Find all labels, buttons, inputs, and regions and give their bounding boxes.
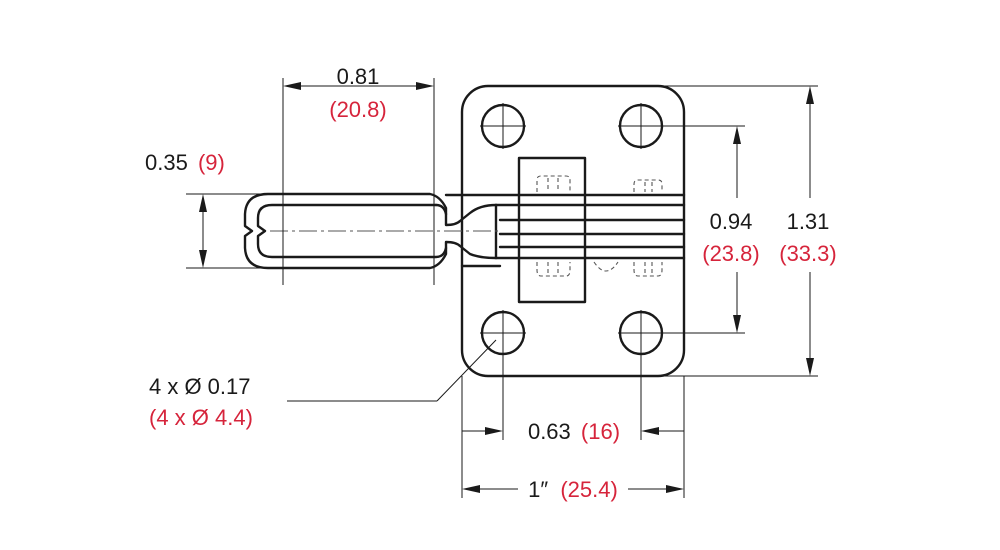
dimension-lines (186, 78, 818, 498)
handle-width-metric: (9) (198, 150, 225, 175)
hole-spacing-horizontal-metric: (16) (581, 419, 620, 444)
plunger-housing (517, 156, 587, 304)
hole-spacing-vertical-metric: (23.8) (702, 241, 759, 266)
hole-spacing-horizontal-label: 0.63 (16) (528, 419, 620, 444)
base-height-imperial: 1.31 (787, 209, 830, 234)
handle-length-imperial: 0.81 (337, 64, 380, 89)
dim-handle-width (186, 193, 262, 269)
base-width-imperial: 1″ (528, 477, 548, 502)
dim-hole-leader (287, 339, 497, 402)
handle-length-metric: (20.8) (329, 97, 386, 122)
hole-centerlines (480, 103, 664, 356)
dim-base-width (461, 376, 685, 498)
base-height-metric: (33.3) (779, 241, 836, 266)
dim-hole-spacing-horizontal (462, 356, 684, 440)
base-width-metric: (25.4) (560, 477, 617, 502)
plunger-rods (460, 193, 686, 268)
dim-base-height (660, 85, 818, 377)
base-width-label: 1″ (25.4) (528, 477, 618, 502)
wire-handle (243, 192, 500, 270)
hole-diameter-imperial: 4 x Ø 0.17 (149, 374, 251, 399)
dim-handle-length (282, 78, 435, 285)
hole-spacing-vertical-imperial: 0.94 (710, 209, 753, 234)
hole-diameter-metric: (4 x Ø 4.4) (149, 405, 253, 430)
handle-width-imperial: 0.35 (145, 150, 188, 175)
dimension-labels: 0.81 (20.8) 0.35 (9) 0.94 (23.8) 1.31 (3… (145, 64, 837, 502)
handle-width-label: 0.35 (9) (145, 150, 225, 175)
dim-hole-spacing-vertical (662, 125, 745, 334)
hidden-springs (536, 175, 663, 277)
clamp-part (243, 84, 686, 378)
hole-spacing-horizontal-imperial: 0.63 (528, 419, 571, 444)
